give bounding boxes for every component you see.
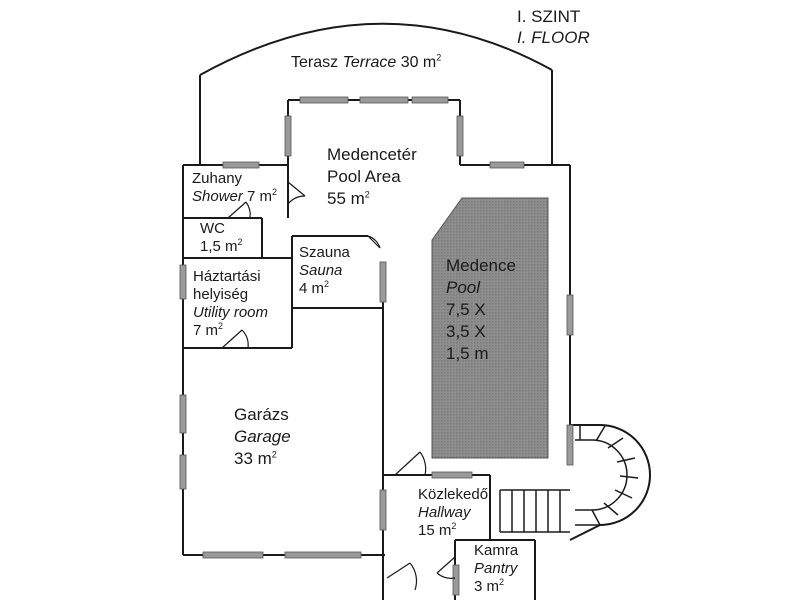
utility-room-label: Háztartási helyiség Utility room 7 m2 (193, 268, 269, 339)
shower-label: Zuhany Shower 7 m2 (192, 170, 278, 205)
pool-area-label: Medencetér Pool Area 55 m2 (327, 145, 417, 208)
wc-label: WC 1,5 m2 (200, 220, 243, 255)
door-shower (287, 181, 306, 205)
windows (179, 96, 574, 596)
door-utility (221, 329, 249, 349)
pool-basin (431, 197, 549, 459)
floor-title-hu: I. SZINT (517, 7, 581, 26)
door-hallway-bottom (386, 562, 418, 591)
sauna-label: Szauna Sauna 4 m2 (299, 244, 350, 297)
terrace-arc (199, 22, 553, 76)
hallway-label: Közlekedő Hallway 15 m2 (418, 486, 489, 539)
terrace-label: Terasz Terrace 30 m2 (291, 52, 442, 71)
door-pantry (436, 556, 456, 579)
doors (221, 181, 456, 591)
pantry-label: Kamra Pantry 3 m2 (474, 542, 519, 595)
floor-title-en: I. FLOOR (517, 28, 590, 47)
stairs (499, 424, 651, 533)
door-hallway-top (394, 451, 427, 476)
door-wc (227, 201, 251, 219)
pool-label: Medence Pool 7,5 X 3,5 X 1,5 m (446, 256, 516, 363)
floor-title: I. SZINT I. FLOOR (517, 6, 590, 48)
door-sauna (367, 235, 381, 249)
garage-label: Garázs Garage 33 m2 (234, 405, 291, 468)
